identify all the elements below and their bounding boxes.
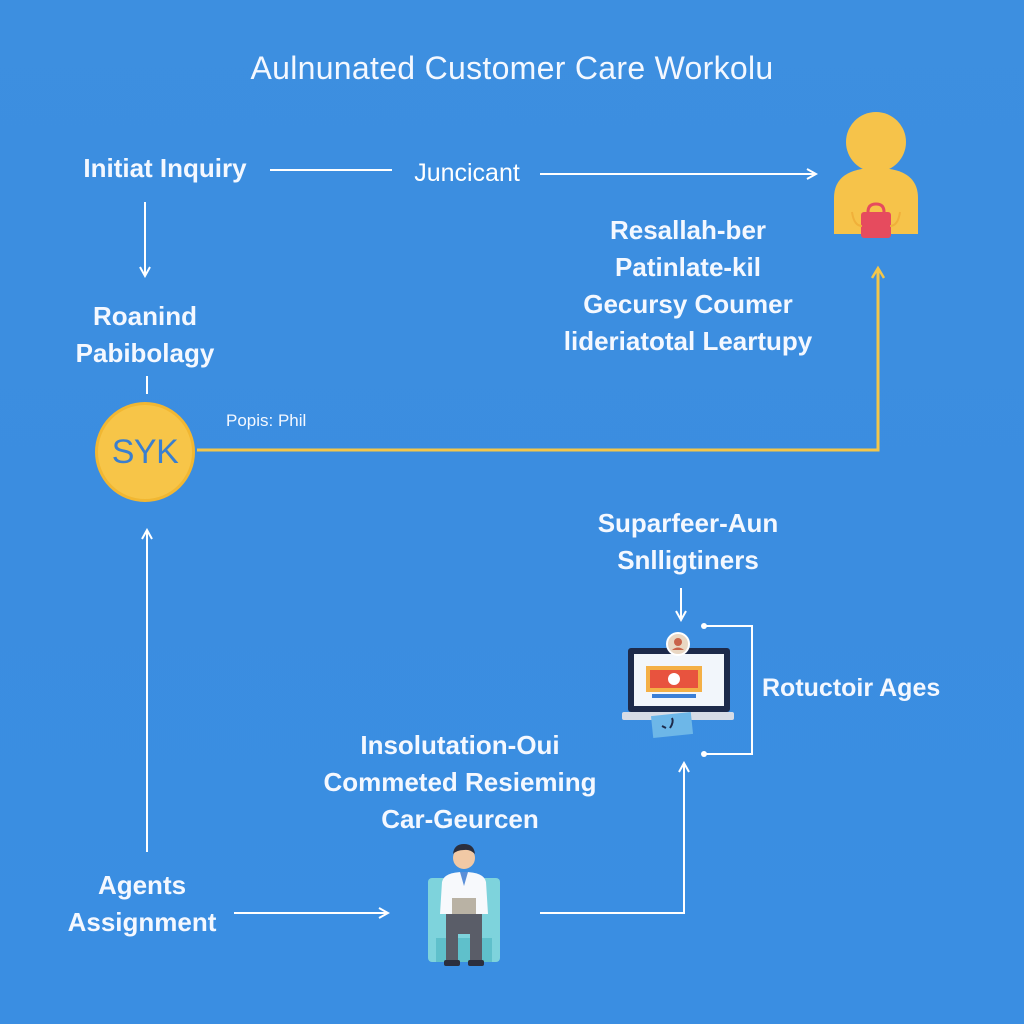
node-insolutation-line-2: Commeted Resieming <box>323 767 597 797</box>
node-rotuctoir: Rotuctoir Ages <box>762 674 941 702</box>
arrow-agent-to-laptop <box>540 763 684 914</box>
bracket-laptop-to-rotuctoir <box>704 625 753 755</box>
node-juncicant: Juncicant <box>414 159 520 187</box>
node-suparfeer-line-1: Suparfeer-Aun <box>597 508 779 538</box>
node-roanind-line-1: Roanind <box>93 301 197 331</box>
process-circle: SYK <box>95 402 195 502</box>
diagram-title: Aulnunated Customer Care Workolu <box>250 50 774 86</box>
node-insolutation-line-3: Car-Geurcen <box>381 804 539 834</box>
node-roanind-line-2: Pabibolagy <box>75 338 215 368</box>
node-agents-line-1: Agents <box>97 870 187 900</box>
arrow-circle-to-customer <box>197 268 878 452</box>
agent-person-icon <box>424 842 504 970</box>
laptop-dashboard-icon <box>622 632 738 740</box>
node-roanind: Roanind Pabibolagy <box>40 298 250 372</box>
node-resallah-line-3: Gecursy Coumer <box>583 289 793 319</box>
node-suparfeer-line-2: Snlligtiners <box>617 545 759 575</box>
node-agents-line-2: Assignment <box>67 907 217 937</box>
customer-person-icon <box>832 108 920 242</box>
node-resallah-line-1: Resallah-ber <box>609 215 767 245</box>
node-insolutation: Insolutation-Oui Commeted Resieming Car-… <box>300 727 620 838</box>
node-resallah: Resallah-ber Patinlate-kil Gecursy Coume… <box>538 212 838 360</box>
node-initial-inquiry: Initiat Inquiry <box>83 153 247 183</box>
node-resallah-line-4: lideriatotal Leartupy <box>563 326 813 356</box>
node-agents-assignment: Agents Assignment <box>40 867 244 941</box>
node-resallah-line-2: Patinlate-kil <box>615 252 761 282</box>
node-insolutation-line-1: Insolutation-Oui <box>360 730 560 760</box>
node-popis: Popis: Phil <box>226 411 307 430</box>
process-circle-label: SYK <box>111 432 179 471</box>
node-suparfeer: Suparfeer-Aun Snlligtiners <box>560 505 816 579</box>
